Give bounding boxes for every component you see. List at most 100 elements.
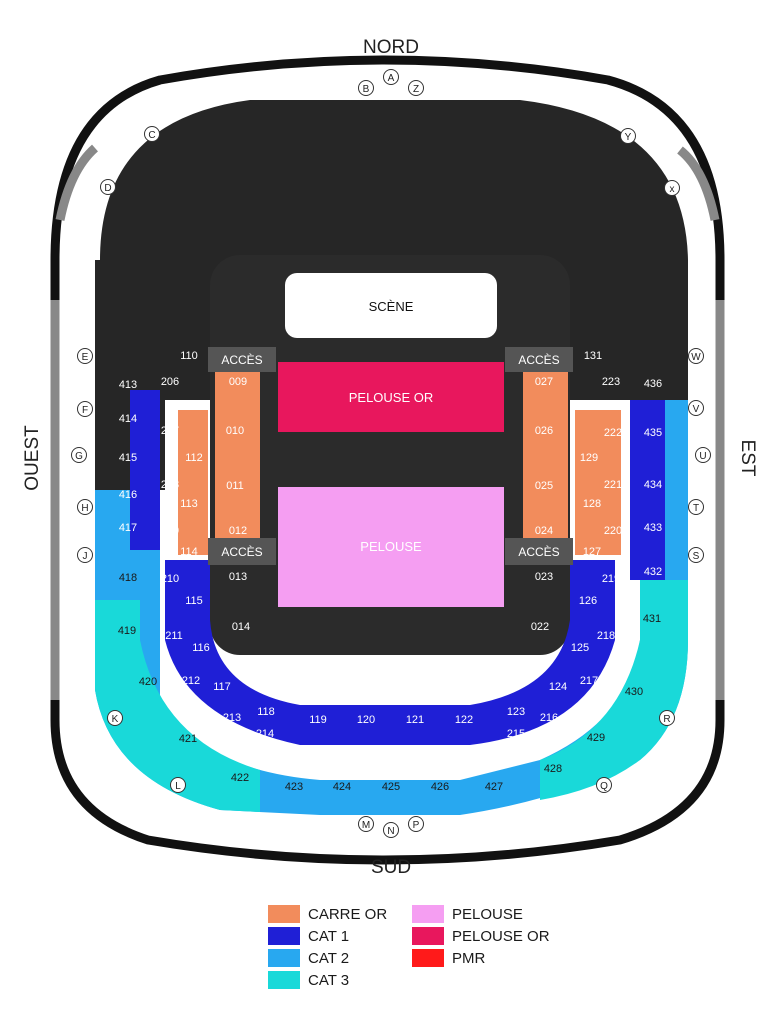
gate-marker [100, 179, 116, 195]
section-label[interactable]: 021 [530, 657, 548, 669]
section-label[interactable]: 421 [179, 733, 197, 745]
section-label[interactable]: 426 [431, 781, 449, 793]
section-label[interactable]: 111 [181, 400, 198, 412]
section-label[interactable]: 423 [285, 781, 303, 793]
section-label[interactable]: 217 [580, 675, 598, 687]
section-label[interactable]: 012 [229, 525, 247, 537]
section-label[interactable]: 436 [644, 378, 662, 390]
section-label[interactable]: 212 [182, 675, 200, 687]
section-label[interactable]: 017 [333, 673, 351, 685]
section-label[interactable]: 430 [625, 686, 643, 698]
section-label[interactable]: 112 [185, 452, 203, 464]
pelouse-area[interactable] [278, 487, 504, 607]
section-label[interactable]: 115 [185, 595, 203, 607]
section-label[interactable]: 116 [192, 642, 210, 654]
section-label[interactable]: 223 [602, 376, 620, 388]
section-label[interactable]: 221 [604, 479, 622, 491]
legend-item: CARRE OR [268, 905, 387, 923]
section-label[interactable]: 114 [180, 546, 198, 558]
section-label[interactable]: 219 [602, 573, 620, 585]
legend-item: PELOUSE [412, 905, 523, 923]
section-label[interactable]: 026 [535, 425, 553, 437]
section-label[interactable]: 009 [229, 376, 247, 388]
section-label[interactable]: 413 [119, 379, 137, 391]
section-label[interactable]: 216 [540, 712, 558, 724]
section-label[interactable]: 432 [644, 566, 662, 578]
gate-label: C [148, 130, 155, 141]
section-label[interactable]: 416 [119, 489, 137, 501]
access-sw-box [208, 538, 276, 565]
section-label[interactable]: 434 [644, 479, 662, 491]
section-label[interactable]: 019 [430, 673, 448, 685]
section-label[interactable]: 015 [233, 657, 251, 669]
section-label[interactable]: 417 [119, 522, 137, 534]
section-label[interactable]: 122 [455, 714, 473, 726]
section-label[interactable]: 127 [583, 546, 601, 558]
gate-marker [596, 777, 612, 793]
section-label[interactable]: 024 [535, 525, 553, 537]
section-label[interactable]: 011 [226, 480, 244, 492]
section-label[interactable]: 424 [333, 781, 351, 793]
section-label[interactable]: 425 [382, 781, 400, 793]
section-label[interactable]: 020 [481, 667, 499, 679]
section-label[interactable]: 010 [226, 425, 244, 437]
section-label[interactable]: 117 [213, 681, 231, 693]
section-label[interactable]: 211 [165, 630, 183, 642]
section-label[interactable]: 222 [604, 427, 622, 439]
section-label[interactable]: 435 [644, 427, 662, 439]
section-label[interactable]: 129 [580, 452, 598, 464]
section-label[interactable]: 427 [485, 781, 503, 793]
section-label[interactable]: 218 [597, 630, 615, 642]
section-label[interactable]: 123 [507, 706, 525, 718]
section-label[interactable]: 206 [161, 376, 179, 388]
section-label[interactable]: 016 [282, 667, 300, 679]
lower-ring-cat1 [165, 560, 615, 745]
section-label[interactable]: 125 [571, 642, 589, 654]
section-label[interactable]: 130 [584, 400, 602, 412]
section-label[interactable]: 209 [161, 525, 179, 537]
section-label[interactable]: 431 [643, 613, 661, 625]
section-label[interactable]: 208 [161, 479, 179, 491]
pelouse-or-area[interactable] [278, 362, 504, 432]
section-label[interactable]: 013 [229, 571, 247, 583]
section-label[interactable]: 415 [119, 452, 137, 464]
section-label[interactable]: 014 [232, 621, 250, 633]
section-label[interactable]: 023 [535, 571, 553, 583]
section-label[interactable]: 420 [139, 676, 157, 688]
section-label[interactable]: 210 [161, 573, 179, 585]
section-label[interactable]: 110 [180, 350, 198, 362]
section-label[interactable]: 018 [382, 673, 400, 685]
gate-marker [77, 401, 93, 417]
section-label[interactable]: 027 [535, 376, 553, 388]
section-label[interactable]: 419 [118, 625, 136, 637]
section-label[interactable]: 214 [256, 728, 274, 740]
section-label[interactable]: 418 [119, 572, 137, 584]
section-label[interactable]: 120 [357, 714, 375, 726]
section-label[interactable]: 119 [309, 714, 327, 726]
section-label[interactable]: 429 [587, 732, 605, 744]
section-label[interactable]: 131 [584, 350, 602, 362]
section-label[interactable]: 118 [257, 706, 275, 718]
section-label[interactable]: 428 [544, 763, 562, 775]
section-label[interactable]: 121 [406, 714, 424, 726]
section-label[interactable]: 422 [231, 772, 249, 784]
section-label[interactable]: 220 [604, 525, 622, 537]
section-label[interactable]: 022 [531, 621, 549, 633]
section-label[interactable]: 025 [535, 480, 553, 492]
section-label[interactable]: 215 [507, 728, 525, 740]
access-nw-box [208, 347, 276, 372]
section-label[interactable]: 124 [549, 681, 567, 693]
section-label[interactable]: 207 [161, 425, 179, 437]
legend-item: PELOUSE OR [412, 927, 550, 945]
section-label[interactable]: 128 [583, 498, 601, 510]
gate-marker [688, 400, 704, 416]
section-label[interactable]: 213 [223, 712, 241, 724]
legend-swatch [268, 927, 300, 945]
gate-marker [77, 348, 93, 364]
section-label[interactable]: 126 [579, 595, 597, 607]
gate-label: T [693, 503, 699, 514]
gate-marker [383, 822, 399, 838]
section-label[interactable]: 414 [119, 413, 137, 425]
section-label[interactable]: 113 [180, 498, 198, 510]
section-label[interactable]: 433 [644, 522, 662, 534]
